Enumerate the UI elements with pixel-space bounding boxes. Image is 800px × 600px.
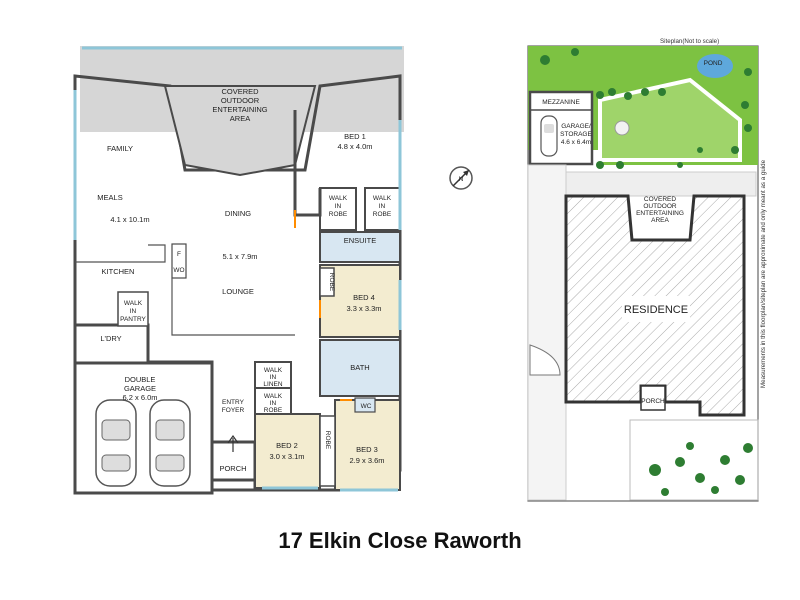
ensuite-label: ENSUITE bbox=[344, 236, 377, 245]
bed2-room bbox=[254, 413, 321, 489]
kitchen-bench bbox=[75, 244, 166, 263]
bed1-label: BED 1 bbox=[344, 132, 366, 141]
laundry-room bbox=[73, 323, 150, 365]
garage-label-2: GARAGE bbox=[124, 384, 156, 393]
bed3-label: BED 3 bbox=[356, 445, 378, 454]
garage-storage-label-3: 4.6 x 6.4m bbox=[561, 139, 591, 146]
site-porch bbox=[640, 385, 666, 411]
tree-icons bbox=[540, 48, 753, 496]
wir2-label-1: WALK bbox=[373, 195, 392, 202]
site-covered-label-2: OUTDOOR bbox=[643, 203, 677, 210]
dining-dims-label: 5.1 x 7.9m bbox=[222, 252, 257, 261]
site-covered-label-4: AREA bbox=[651, 217, 669, 224]
linen-label-1: WALK bbox=[264, 367, 283, 374]
wir2-label-3: ROBE bbox=[373, 211, 392, 218]
bed1-dims-label: 4.8 x 4.0m bbox=[337, 142, 372, 151]
meals-dims-label: 4.1 x 10.1m bbox=[110, 215, 149, 224]
wir-entry-label-2: IN bbox=[270, 400, 277, 407]
pantry-room bbox=[117, 291, 149, 327]
garden-path bbox=[598, 77, 742, 162]
wc-label: WC bbox=[361, 403, 372, 410]
family-label: FAMILY bbox=[107, 144, 133, 153]
ensuite-room bbox=[319, 231, 401, 263]
front-garden bbox=[629, 419, 759, 501]
garage-storage-label-2: STORAGE bbox=[560, 131, 592, 138]
covered-outdoor-label-3: ENTERTAINING bbox=[212, 105, 267, 114]
disclaimer-text: Measurements in this floorplan/siteplan … bbox=[760, 159, 767, 388]
pond-area bbox=[697, 54, 733, 78]
robe-bed4-label: ROBE bbox=[328, 273, 335, 292]
bed2-label: BED 2 bbox=[276, 441, 298, 450]
bath-label: BATH bbox=[350, 363, 369, 372]
lounge-label: LOUNGE bbox=[222, 287, 254, 296]
siteplan-heading: Siteplan(Not to scale) bbox=[660, 38, 719, 45]
covered-outdoor-label-2: OUTDOOR bbox=[221, 96, 260, 105]
site-covered-label-3: ENTERTAINING bbox=[636, 210, 684, 217]
pantry-label-1: WALK bbox=[124, 300, 143, 307]
bath-room bbox=[319, 339, 401, 397]
fountain-icon bbox=[614, 120, 630, 136]
fridge-bay bbox=[171, 243, 187, 279]
compass-label: N bbox=[459, 176, 464, 183]
covered-outdoor-label-4: AREA bbox=[230, 114, 250, 123]
robe-bed4 bbox=[319, 267, 335, 297]
bedroom-doors bbox=[294, 210, 352, 401]
wir-entry-label-3: ROBE bbox=[264, 407, 283, 414]
siteplan: Siteplan(Not to scale) POND MEZZANINE bbox=[527, 38, 759, 502]
pond-label: POND bbox=[704, 60, 723, 67]
page-title: 17 Elkin Close Raworth bbox=[278, 528, 521, 553]
garage-dims-label: 6.2 x 6.0m bbox=[122, 393, 157, 402]
bed2-dims-label: 3.0 x 3.1m bbox=[269, 452, 304, 461]
garage-label-1: DOUBLE bbox=[125, 375, 156, 384]
residence-label: RESIDENCE bbox=[624, 304, 688, 316]
floorplan: COVERED OUTDOOR ENTERTAINING AREA FAMILY… bbox=[73, 46, 404, 495]
dining-label: DINING bbox=[225, 209, 251, 218]
porch-label: PORCH bbox=[219, 464, 246, 473]
car-site-icon bbox=[540, 115, 558, 157]
residence-label-bg bbox=[622, 296, 690, 322]
bed1-wall bbox=[293, 110, 322, 217]
driveway bbox=[527, 164, 567, 501]
driveway-curve bbox=[529, 344, 561, 376]
windows bbox=[73, 46, 402, 492]
meals-label: MEALS bbox=[97, 193, 122, 202]
covered-outdoor-label-1: COVERED bbox=[221, 87, 259, 96]
garage-storage-building bbox=[528, 90, 594, 166]
wir2-label-2: IN bbox=[379, 203, 386, 210]
entry-label-1: ENTRY bbox=[222, 399, 245, 406]
compass-icon: N bbox=[449, 166, 473, 190]
car-right-icon bbox=[149, 399, 191, 487]
pantry-label-2: IN bbox=[130, 308, 137, 315]
car-left-icon bbox=[95, 399, 137, 487]
bed3-dims-label: 2.9 x 3.6m bbox=[349, 456, 384, 465]
wo-label: WO bbox=[173, 267, 184, 274]
entry-arrow-icon bbox=[227, 434, 239, 452]
wir1-label-1: WALK bbox=[329, 195, 348, 202]
wir1-label-2: IN bbox=[335, 203, 342, 210]
entry-label-2: FOYER bbox=[222, 407, 245, 414]
garage-storage-label-1: GARAGE/ bbox=[561, 123, 591, 130]
fridge-label: F bbox=[177, 251, 181, 258]
site-porch-label: PORCH bbox=[641, 398, 665, 405]
mezzanine-label: MEZZANINE bbox=[542, 99, 580, 106]
kitchen-label: KITCHEN bbox=[102, 267, 135, 276]
robe-bed2 bbox=[319, 415, 336, 487]
lounge-divider bbox=[171, 278, 295, 336]
bed4-label: BED 4 bbox=[353, 293, 375, 302]
wir-entry-label-1: WALK bbox=[264, 393, 283, 400]
paving bbox=[565, 171, 757, 197]
pantry-label-3: PANTRY bbox=[120, 316, 146, 323]
robe-bed2-label: ROBE bbox=[324, 431, 331, 450]
linen-label-3: LINEN bbox=[263, 381, 282, 388]
wc-room bbox=[354, 397, 376, 413]
laundry-label: L'DRY bbox=[100, 334, 121, 343]
linen-label-2: IN bbox=[270, 374, 277, 381]
walk-in-robe-2 bbox=[364, 187, 401, 231]
covered-outdoor-area bbox=[163, 85, 317, 177]
walk-in-robe-entry bbox=[254, 387, 292, 415]
site-covered-label-1: COVERED bbox=[644, 196, 676, 203]
bed4-dims-label: 3.3 x 3.3m bbox=[346, 304, 381, 313]
wir1-label-3: ROBE bbox=[329, 211, 348, 218]
